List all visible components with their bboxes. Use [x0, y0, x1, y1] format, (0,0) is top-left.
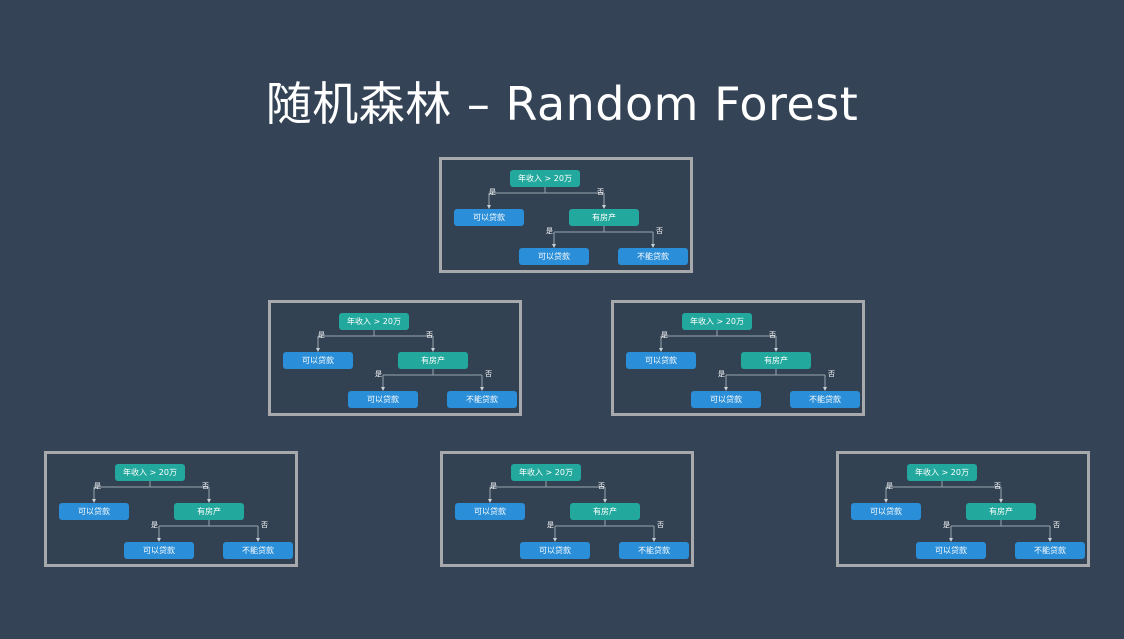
edge-label-yes: 是 — [489, 188, 496, 196]
root-condition-node: 年收入 > 20万 — [907, 464, 977, 481]
edge-label-no: 否 — [426, 331, 433, 339]
property-condition-node: 有房产 — [966, 503, 1036, 520]
leaf-approve-node: 可以贷款 — [454, 209, 524, 226]
leaf-reject-node: 不能贷款 — [790, 391, 860, 408]
edge-label-no-sub: 否 — [657, 521, 664, 529]
edge-label-no-sub: 否 — [485, 370, 492, 378]
edge-label-no-sub: 否 — [656, 227, 663, 235]
leaf-approve-node-2: 可以贷款 — [348, 391, 418, 408]
edge-label-no-sub: 否 — [1053, 521, 1060, 529]
property-condition-node: 有房产 — [570, 503, 640, 520]
decision-tree-6: 是 否 是 否 年收入 > 20万 可以贷款 有房产 可以贷款 不能贷款 — [836, 451, 1090, 567]
root-condition-node: 年收入 > 20万 — [682, 313, 752, 330]
decision-tree-2: 是 否 是 否 年收入 > 20万 可以贷款 有房产 可以贷款 不能贷款 — [268, 300, 522, 416]
property-condition-node: 有房产 — [174, 503, 244, 520]
edge-label-yes-sub: 是 — [943, 521, 950, 529]
edge-label-no: 否 — [769, 331, 776, 339]
edge-label-yes: 是 — [490, 482, 497, 490]
leaf-reject-node: 不能贷款 — [619, 542, 689, 559]
leaf-approve-node-2: 可以贷款 — [520, 542, 590, 559]
leaf-reject-node: 不能贷款 — [1015, 542, 1085, 559]
edge-label-yes: 是 — [886, 482, 893, 490]
leaf-approve-node-2: 可以贷款 — [916, 542, 986, 559]
leaf-reject-node: 不能贷款 — [223, 542, 293, 559]
leaf-approve-node: 可以贷款 — [851, 503, 921, 520]
leaf-reject-node: 不能贷款 — [447, 391, 517, 408]
root-condition-node: 年收入 > 20万 — [339, 313, 409, 330]
decision-tree-4: 是 否 是 否 年收入 > 20万 可以贷款 有房产 可以贷款 不能贷款 — [44, 451, 298, 567]
decision-tree-3: 是 否 是 否 年收入 > 20万 可以贷款 有房产 可以贷款 不能贷款 — [611, 300, 865, 416]
page-title: 随机森林 – Random Forest — [265, 77, 859, 131]
leaf-approve-node: 可以贷款 — [283, 352, 353, 369]
edge-label-no-sub: 否 — [828, 370, 835, 378]
edge-label-yes-sub: 是 — [151, 521, 158, 529]
edge-label-no: 否 — [598, 482, 605, 490]
edge-label-yes: 是 — [318, 331, 325, 339]
edge-label-no: 否 — [994, 482, 1001, 490]
property-condition-node: 有房产 — [398, 352, 468, 369]
leaf-approve-node: 可以贷款 — [626, 352, 696, 369]
root-condition-node: 年收入 > 20万 — [511, 464, 581, 481]
leaf-approve-node-2: 可以贷款 — [519, 248, 589, 265]
edge-label-no: 否 — [597, 188, 604, 196]
decision-tree-5: 是 否 是 否 年收入 > 20万 可以贷款 有房产 可以贷款 不能贷款 — [440, 451, 694, 567]
edge-label-yes-sub: 是 — [718, 370, 725, 378]
leaf-approve-node: 可以贷款 — [455, 503, 525, 520]
edge-label-yes-sub: 是 — [546, 227, 553, 235]
leaf-approve-node-2: 可以贷款 — [124, 542, 194, 559]
property-condition-node: 有房产 — [569, 209, 639, 226]
property-condition-node: 有房产 — [741, 352, 811, 369]
root-condition-node: 年收入 > 20万 — [115, 464, 185, 481]
edge-label-yes: 是 — [661, 331, 668, 339]
decision-tree-1: 是 否 是 否 年收入 > 20万 可以贷款 有房产 可以贷款 不能贷款 — [439, 157, 693, 273]
root-condition-node: 年收入 > 20万 — [510, 170, 580, 187]
edge-label-yes: 是 — [94, 482, 101, 490]
edge-label-no: 否 — [202, 482, 209, 490]
leaf-approve-node-2: 可以贷款 — [691, 391, 761, 408]
edge-label-no-sub: 否 — [261, 521, 268, 529]
leaf-approve-node: 可以贷款 — [59, 503, 129, 520]
edge-label-yes-sub: 是 — [375, 370, 382, 378]
edge-label-yes-sub: 是 — [547, 521, 554, 529]
leaf-reject-node: 不能贷款 — [618, 248, 688, 265]
